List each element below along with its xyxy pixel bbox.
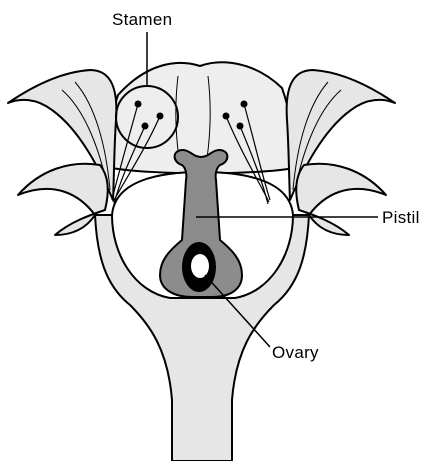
anther <box>157 113 164 120</box>
ovary-label: Ovary <box>272 343 319 362</box>
anther <box>237 123 244 130</box>
anther <box>135 101 142 108</box>
anther <box>142 123 149 130</box>
anther <box>241 101 248 108</box>
right-lower-petal <box>296 164 386 235</box>
left-lower-petal <box>18 164 108 235</box>
anther <box>223 113 230 120</box>
stamen-label: Stamen <box>112 10 172 29</box>
pistil-label: Pistil <box>382 208 420 227</box>
ovule <box>191 254 209 278</box>
